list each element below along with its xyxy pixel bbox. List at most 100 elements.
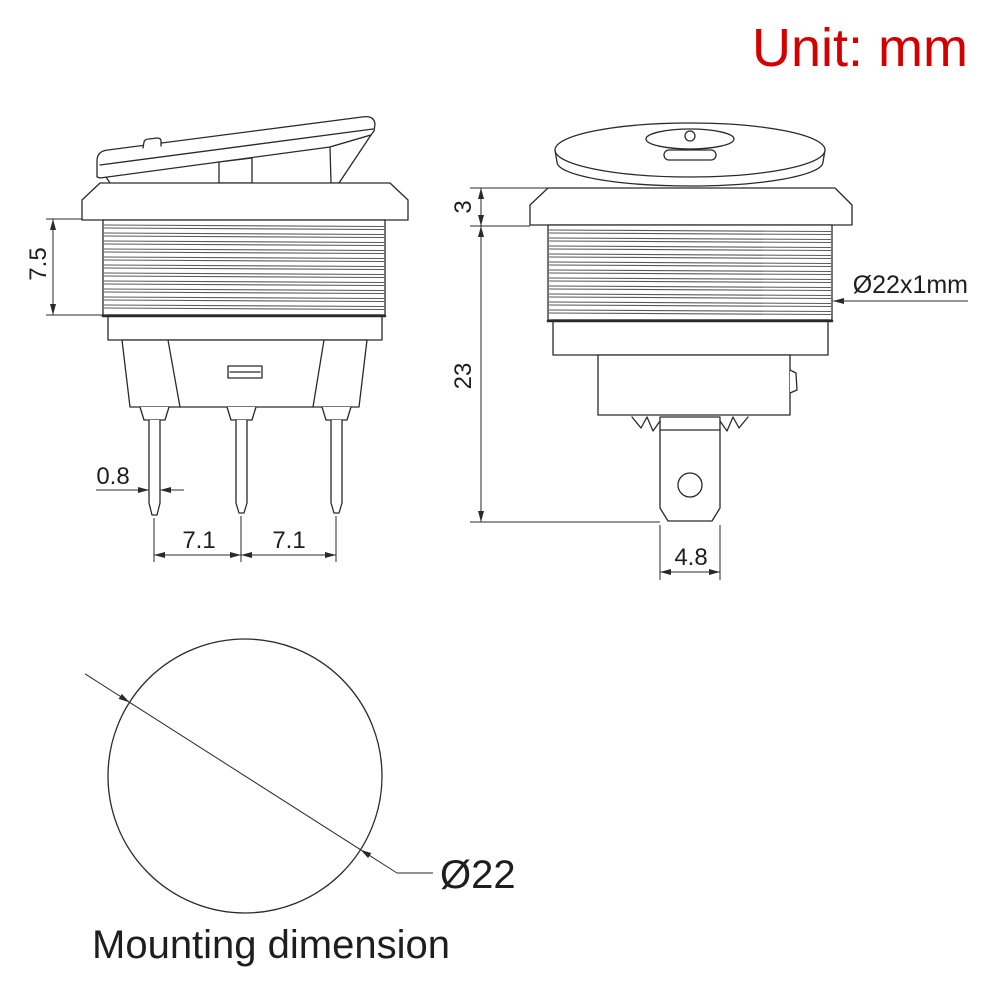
threaded-body [102, 219, 386, 316]
thread-line [548, 304, 832, 308]
rocker-paddle-face-edge [99, 128, 374, 166]
terminal-pin-3 [321, 406, 352, 514]
cap-indicator-ring [645, 128, 735, 150]
thread-line [103, 280, 385, 284]
cap-indicator-dot [684, 130, 696, 142]
side-view: 7.5 0.8 7.1 7.1 [25, 116, 409, 562]
diameter-line-outer-end [360, 849, 398, 874]
thread-line [103, 259, 385, 263]
pin-shank [148, 419, 161, 516]
pin-sleeve [321, 406, 352, 421]
mounting-caption: Mounting dimension [92, 923, 450, 967]
thread-line [548, 277, 832, 281]
pin-sleeve [226, 406, 257, 421]
thread-line [548, 237, 832, 241]
thread-line [548, 240, 832, 244]
lower-ring-front [552, 319, 829, 356]
terminal-barb-right [719, 416, 749, 432]
dim-thread-length-value: 7.5 [25, 247, 52, 280]
diameter-line [129, 701, 361, 851]
thread-line [548, 229, 832, 233]
thread-line [548, 261, 832, 265]
thread-line [548, 245, 832, 249]
thread-line [103, 291, 385, 295]
thread-line [548, 248, 832, 252]
dim-pin-width-value: 0.8 [96, 463, 129, 490]
thread-spec-callout: Ø22x1mm [833, 271, 968, 304]
thread-line [103, 232, 385, 236]
thread-line [548, 232, 832, 236]
unit-label: Unit: mm [752, 18, 968, 78]
housing-left-edge [167, 339, 181, 408]
dim-terminal-width-value: 4.8 [674, 544, 707, 571]
terminal-hole [677, 472, 703, 498]
thread-line [103, 299, 385, 303]
switch-body-front [597, 354, 791, 416]
thread-line [548, 285, 832, 289]
thread-line [103, 307, 385, 311]
dim-terminal-width: 4.8 [659, 525, 721, 580]
rocker-front-support [105, 176, 111, 184]
quick-connect-terminal [659, 416, 721, 522]
front-view: 3 23 Ø22x1mm 4.8 [450, 122, 968, 580]
thread-line [103, 264, 385, 268]
thread-line [103, 227, 385, 231]
terminal-barb-left [631, 416, 661, 432]
thread-line [103, 283, 385, 287]
cap-lens-slot [663, 149, 717, 161]
dim-body-height-value: 23 [450, 363, 477, 390]
thread-line [548, 301, 832, 305]
body-side-nub [789, 369, 798, 394]
thread-line [103, 235, 385, 239]
pin-shank [235, 419, 248, 514]
dim-pin-pitch-2-value: 7.1 [272, 527, 305, 554]
thread-line [103, 267, 385, 271]
thread-line [548, 253, 832, 257]
thread-line [103, 251, 385, 255]
thread-line [548, 256, 832, 260]
rocker-pivot-block [218, 157, 253, 184]
housing-right-edge [312, 339, 325, 408]
thread-lines-front [548, 229, 832, 316]
pin-sleeve [139, 406, 170, 421]
terminal-pin-1 [139, 406, 170, 516]
thread-line [548, 280, 832, 284]
mounting-cutout: Ø22 [84, 638, 516, 914]
thread-line [548, 288, 832, 292]
thread-line [103, 248, 385, 252]
mounting-diameter-label: Ø22 [440, 853, 516, 897]
thread-line [103, 296, 385, 300]
thread-line [103, 256, 385, 260]
rocker-nub [142, 137, 162, 149]
thread-line [103, 240, 385, 244]
pin-shank [330, 419, 343, 514]
dim-pin-width: 0.8 [96, 463, 184, 493]
thread-line [548, 309, 832, 313]
dim-pin-pitch-1-value: 7.1 [182, 527, 215, 554]
thread-line [103, 272, 385, 276]
thread-line [548, 272, 832, 276]
dim-bezel-height-value: 3 [450, 200, 477, 213]
thread-spec-label: Ø22x1mm [853, 271, 968, 299]
lower-ring [107, 314, 383, 341]
bezel-flange [81, 182, 409, 221]
thread-line [548, 269, 832, 273]
thread-line [548, 293, 832, 297]
thread-line [103, 243, 385, 247]
mounting-hole-outline [107, 638, 383, 914]
thread-line [103, 224, 385, 228]
terminal-pin-2 [226, 406, 257, 514]
thread-line [103, 288, 385, 292]
dim-pin-pitch: 7.1 7.1 [153, 516, 337, 562]
thread-line [103, 275, 385, 279]
thread-line [103, 304, 385, 308]
thread-line [548, 312, 832, 316]
dim-thread-length: 7.5 [25, 218, 103, 316]
diameter-line-outer-start [84, 673, 130, 703]
thread-line [548, 296, 832, 300]
thread-line [548, 264, 832, 268]
bezel-flange-front [529, 187, 853, 226]
thread-lines-side [103, 224, 385, 311]
dim-heights: 3 23 [450, 187, 660, 523]
